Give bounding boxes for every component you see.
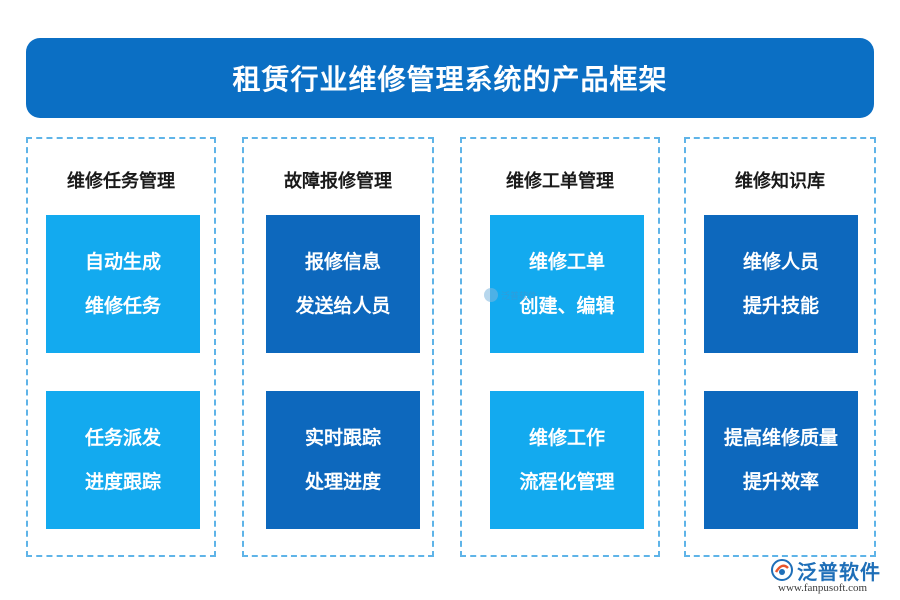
brand-url: www.fanpusoft.com [778,582,868,594]
column-heading: 故障报修管理 [284,171,392,192]
card-report-info: 报修信息 发送给人员 [266,215,420,353]
card-line: 提升技能 [742,295,819,317]
column-work-order: 维修工单管理 维修工单 创建、编辑 维修工作 流程化管理 [460,137,660,557]
card-staff-skills: 维修人员 提升技能 [704,215,858,353]
watermark-logo-icon [484,288,498,302]
card-dispatch: 任务派发 进度跟踪 [46,391,200,529]
column-fault-report: 故障报修管理 报修信息 发送给人员 实时跟踪 处理进度 [242,137,434,557]
column-heading: 维修任务管理 [67,171,175,192]
card-line: 创建、编辑 [519,295,615,317]
card-line: 提升效率 [742,471,819,493]
card-line: 任务派发 [84,427,161,449]
brand-logo: 泛普软件 www.fanpusoft.com [770,556,895,596]
card-line: 进度跟踪 [84,471,161,493]
card-line: 维修工作 [528,427,605,449]
column-task-management: 维修任务管理 自动生成 维修任务 任务派发 进度跟踪 [26,137,216,557]
watermark-text: 泛普软件 [501,291,538,302]
column-knowledge-base: 维修知识库 维修人员 提升技能 提高维修质量 提升效率 [684,137,876,557]
card-realtime-tracking: 实时跟踪 处理进度 [266,391,420,529]
card-line: 自动生成 [84,251,161,273]
card-line: 实时跟踪 [304,427,381,449]
brand-logo-icon [771,559,793,581]
card-auto-generate: 自动生成 维修任务 [46,215,200,353]
card-line: 处理进度 [304,471,381,493]
brand-name: 泛普软件 [797,560,881,584]
column-heading: 维修知识库 [735,171,825,192]
watermark: 泛普软件 [484,288,537,302]
card-line: 报修信息 [304,251,381,273]
card-work-order-create: 维修工单 创建、编辑 [490,215,644,353]
card-line: 流程化管理 [519,471,615,493]
column-heading: 维修工单管理 [506,171,614,192]
title-banner: 租赁行业维修管理系统的产品框架 [26,38,874,118]
card-line: 维修人员 [742,251,819,273]
card-line: 提高维修质量 [723,427,838,449]
card-line: 维修任务 [84,295,161,317]
card-quality: 提高维修质量 提升效率 [704,391,858,529]
card-line: 维修工单 [528,251,605,273]
page-title: 租赁行业维修管理系统的产品框架 [232,63,668,96]
card-workflow: 维修工作 流程化管理 [490,391,644,529]
card-line: 发送给人员 [295,295,391,317]
